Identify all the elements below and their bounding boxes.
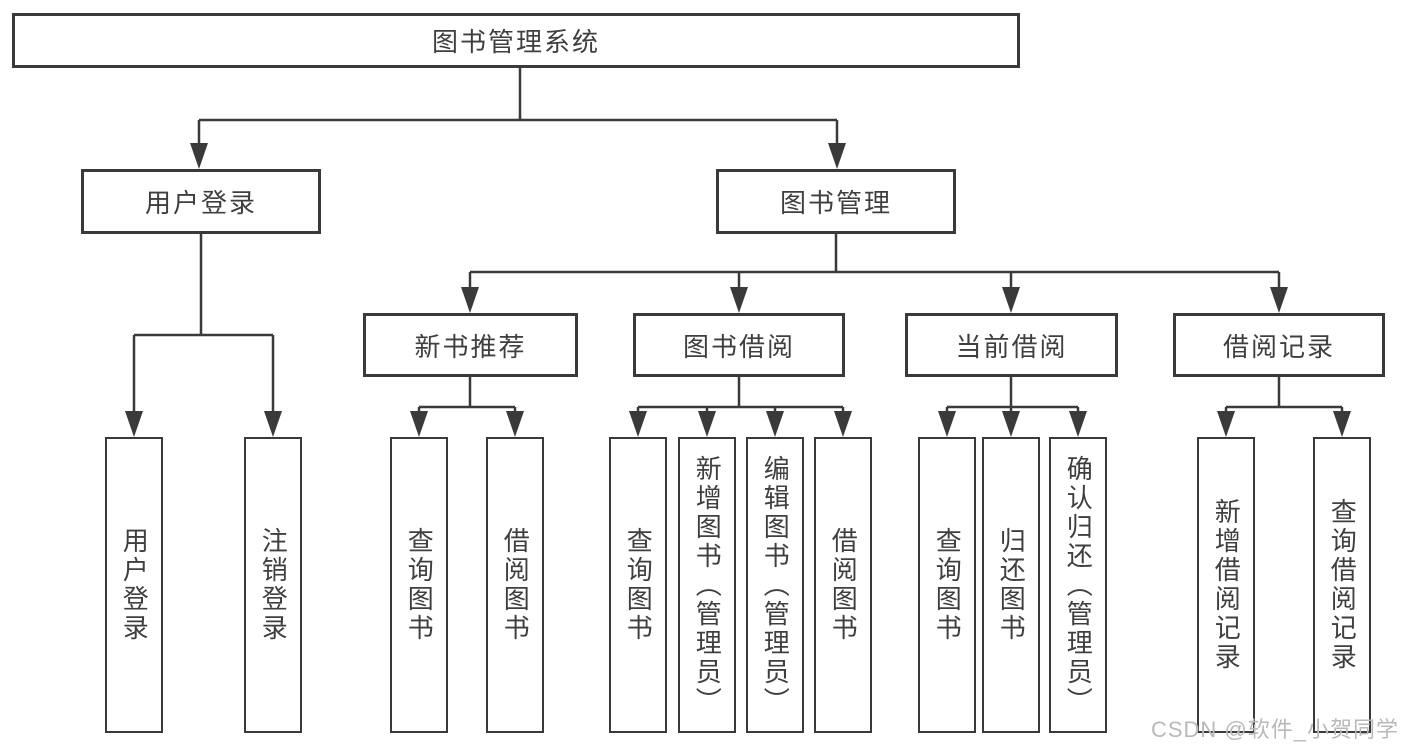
leaf-return-book-label: 归还图书 xyxy=(996,527,1027,643)
leaf-edit-book-admin-label: 编辑图书（管理员） xyxy=(760,454,791,716)
leaf-query-books-recommend: 查询图书 xyxy=(390,437,448,733)
node-new-book-recommendation-label: 新书推荐 xyxy=(414,331,527,362)
node-book-borrowing-label: 图书借阅 xyxy=(682,331,795,362)
leaf-edit-book-admin: 编辑图书（管理员） xyxy=(746,437,804,733)
leaf-borrow-books-recommend: 借阅图书 xyxy=(486,437,544,733)
leaf-query-books-current-label: 查询图书 xyxy=(932,527,963,643)
leaf-query-books-borrowing: 查询图书 xyxy=(609,437,667,733)
leaf-user-login-label: 用户登录 xyxy=(119,527,150,643)
node-borrowing-records-label: 借阅记录 xyxy=(1222,331,1335,362)
node-current-borrowing-label: 当前借阅 xyxy=(955,331,1068,362)
node-root-label: 图书管理系统 xyxy=(431,27,600,57)
node-current-borrowing: 当前借阅 xyxy=(905,313,1118,377)
leaf-logout-label: 注销登录 xyxy=(258,527,289,643)
leaf-borrow-books-borrowing: 借阅图书 xyxy=(814,437,872,733)
node-book-management: 图书管理 xyxy=(716,169,956,234)
leaf-add-book-admin: 新增图书（管理员） xyxy=(678,437,736,733)
leaf-borrow-books-recommend-label: 借阅图书 xyxy=(500,527,531,643)
leaf-confirm-return-admin: 确认归还（管理员） xyxy=(1049,437,1107,733)
node-user-login-branch: 用户登录 xyxy=(81,169,321,234)
leaf-add-book-admin-label: 新增图书（管理员） xyxy=(692,454,723,716)
node-book-management-label: 图书管理 xyxy=(779,188,892,218)
leaf-logout: 注销登录 xyxy=(244,437,302,733)
node-root: 图书管理系统 xyxy=(12,13,1020,68)
leaf-confirm-return-admin-label: 确认归还（管理员） xyxy=(1063,454,1094,716)
node-new-book-recommendation: 新书推荐 xyxy=(363,313,578,377)
leaf-borrow-books-borrowing-label: 借阅图书 xyxy=(828,527,859,643)
csdn-watermark: CSDN @软件_小贺同学 xyxy=(1150,717,1399,742)
leaf-query-books-current: 查询图书 xyxy=(918,437,976,733)
leaf-query-books-recommend-label: 查询图书 xyxy=(404,527,435,643)
node-borrowing-records: 借阅记录 xyxy=(1173,313,1385,377)
leaf-user-login: 用户登录 xyxy=(105,437,163,733)
node-book-borrowing: 图书借阅 xyxy=(633,313,845,377)
node-user-login-branch-label: 用户登录 xyxy=(144,188,257,218)
leaf-return-book: 归还图书 xyxy=(982,437,1040,733)
leaf-add-borrow-record: 新增借阅记录 xyxy=(1197,437,1255,733)
leaf-query-borrow-record-label: 查询借阅记录 xyxy=(1327,498,1358,672)
leaf-query-books-borrowing-label: 查询图书 xyxy=(623,527,654,643)
leaf-query-borrow-record: 查询借阅记录 xyxy=(1313,437,1371,733)
leaf-add-borrow-record-label: 新增借阅记录 xyxy=(1211,498,1242,672)
